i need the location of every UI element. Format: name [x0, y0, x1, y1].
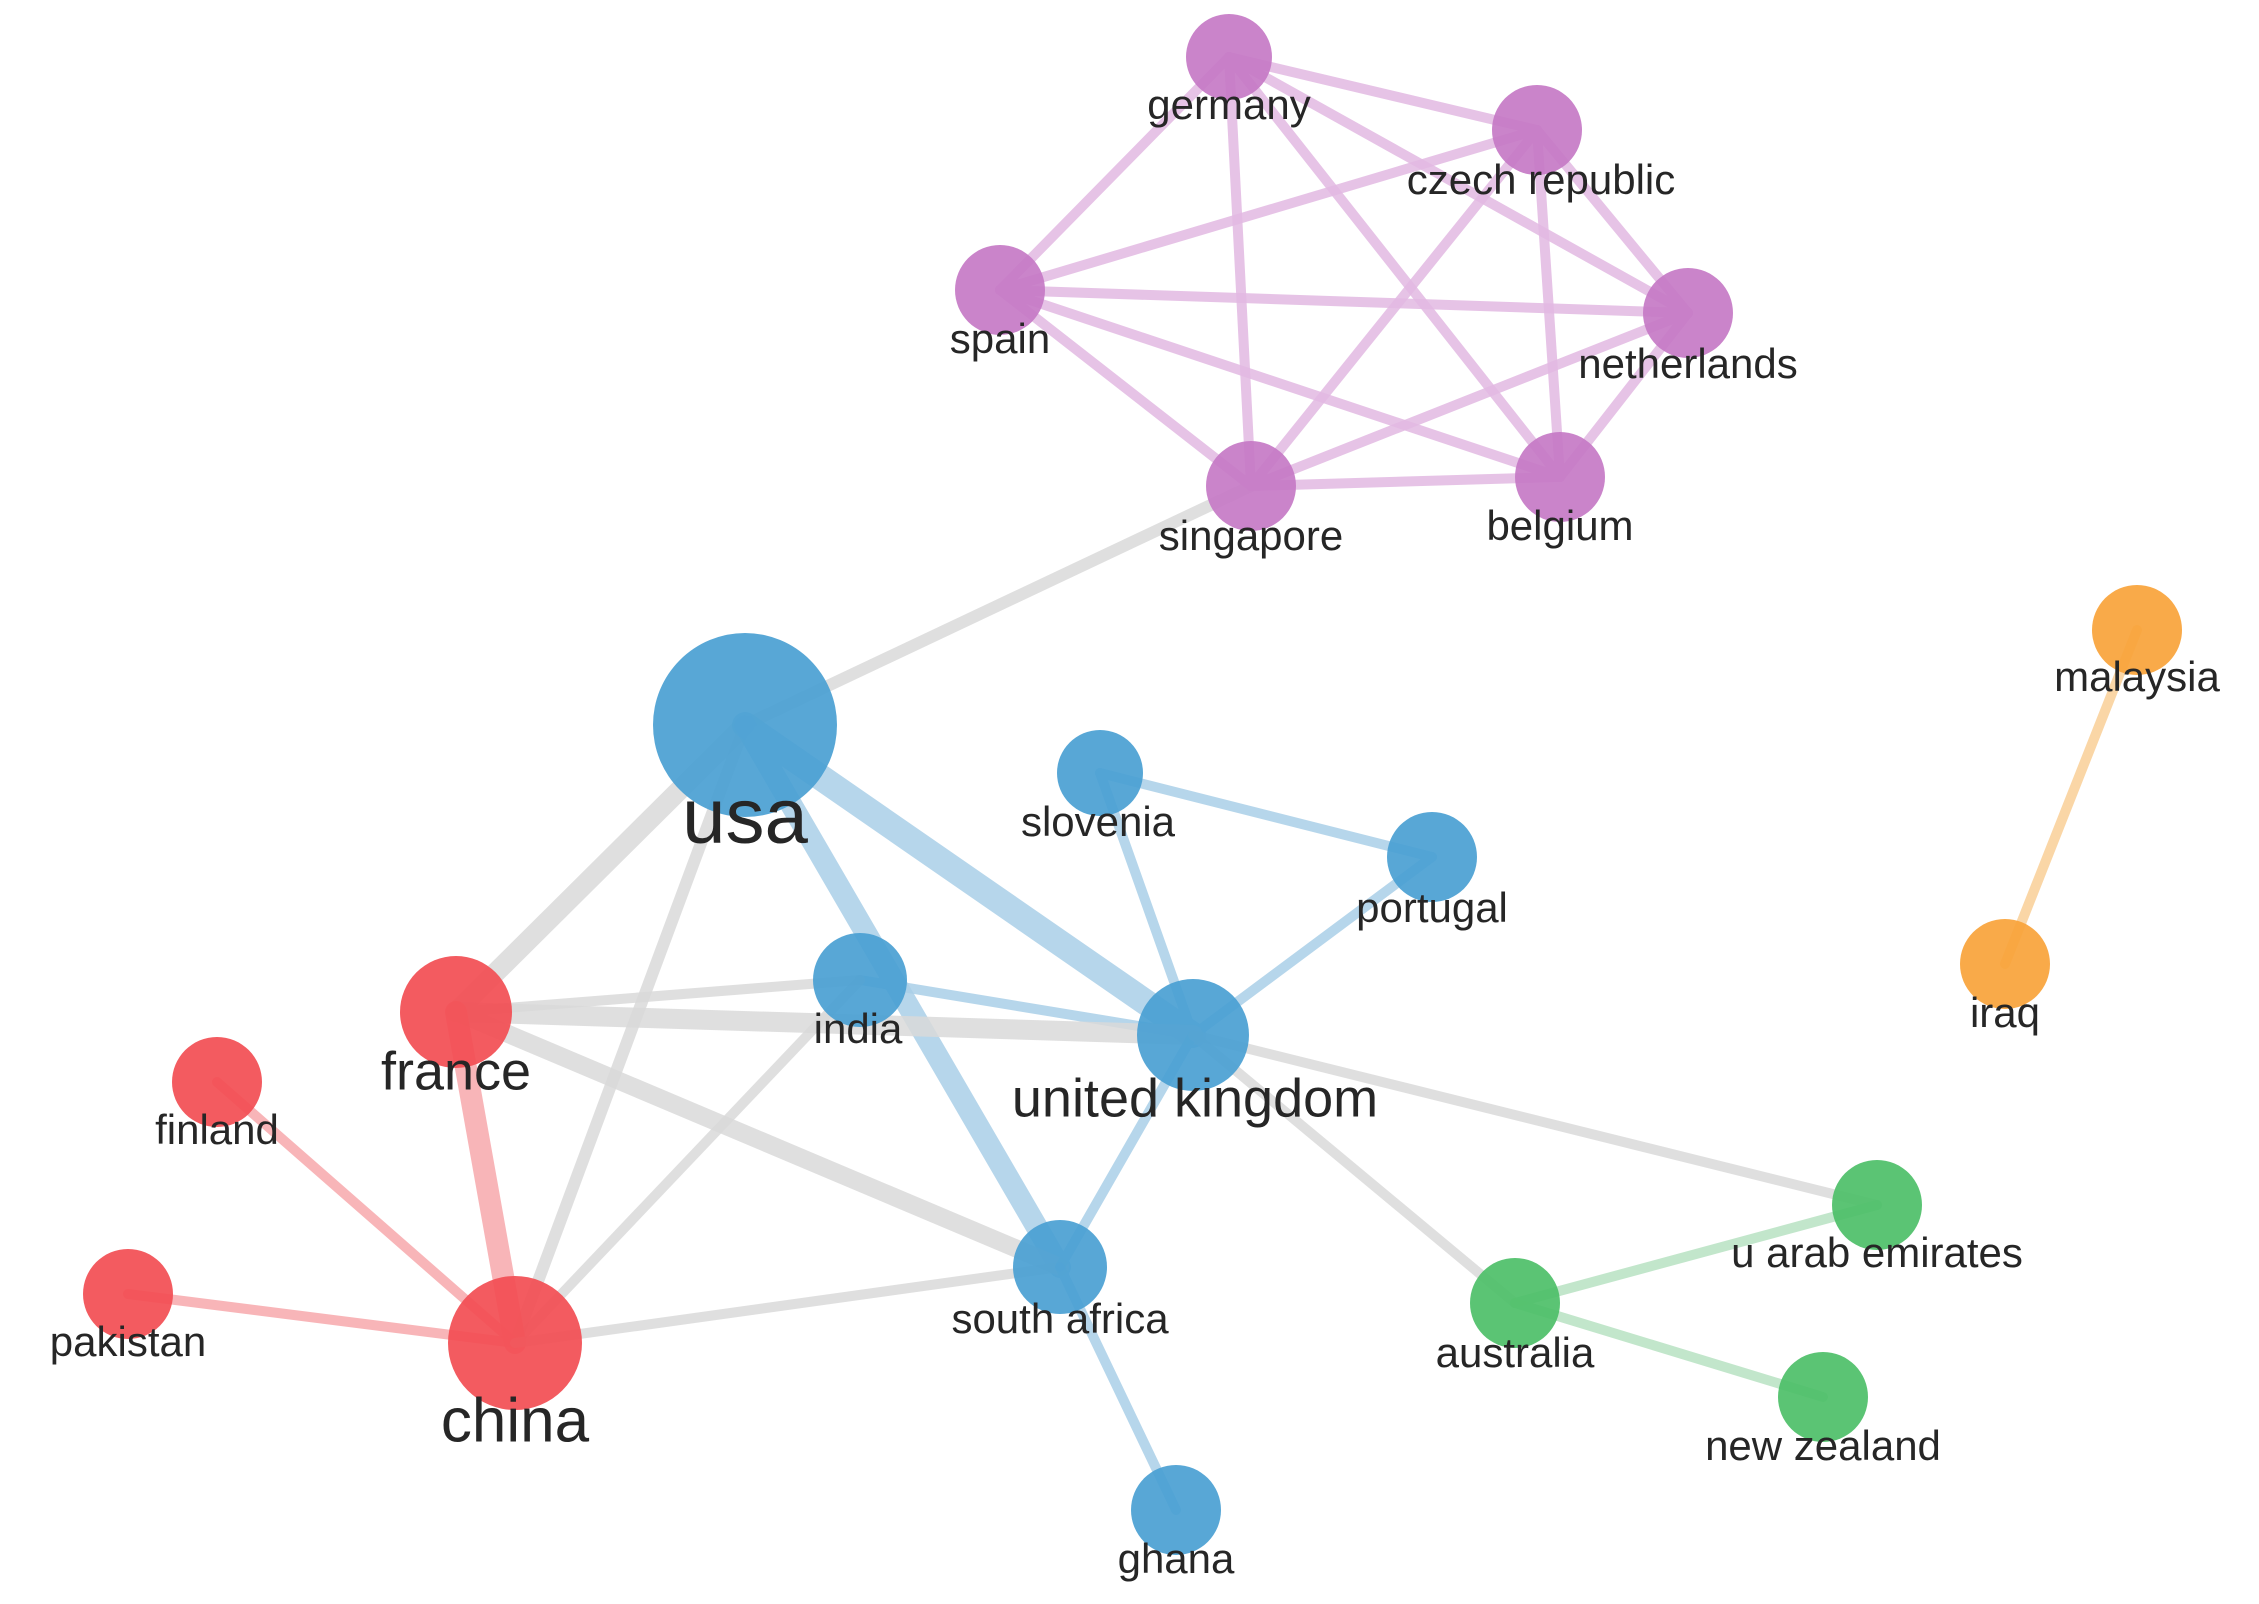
- label-usa: usa: [682, 772, 808, 860]
- node-france[interactable]: [400, 956, 512, 1068]
- label-australia: australia: [1436, 1329, 1595, 1376]
- edge-germany-belgium: [1224, 52, 1565, 482]
- labels-layer: usa slovenia portugal india united kingdom so…: [50, 81, 2221, 1582]
- node-pakistan[interactable]: [83, 1249, 173, 1339]
- node-usa[interactable]: [653, 633, 837, 817]
- node-spain[interactable]: [955, 245, 1045, 335]
- label-portugal: portugal: [1356, 884, 1508, 931]
- label-czech-republic: czech republic: [1407, 156, 1675, 203]
- label-iraq: iraq: [1970, 989, 2040, 1036]
- label-france: france: [381, 1041, 531, 1101]
- label-malaysia: malaysia: [2054, 653, 2220, 700]
- edge-germany-czech_republic: [1224, 52, 1542, 135]
- edge-singapore-belgium: [1246, 472, 1565, 491]
- node-singapore[interactable]: [1206, 441, 1296, 531]
- label-u-arab-emirates: u arab emirates: [1731, 1229, 2023, 1276]
- edge-usa-china: [509, 719, 751, 1349]
- label-slovenia: slovenia: [1021, 798, 1176, 845]
- edge-usa-singapore: [739, 480, 1257, 731]
- node-belgium[interactable]: [1515, 432, 1605, 522]
- label-germany: germany: [1147, 81, 1310, 128]
- edge-spain-belgium: [995, 285, 1565, 482]
- node-india[interactable]: [813, 933, 907, 1027]
- nodes-layer: [83, 14, 2182, 1555]
- label-pakistan: pakistan: [50, 1318, 206, 1365]
- node-united-kingdom[interactable]: [1137, 979, 1249, 1091]
- label-netherlands: netherlands: [1578, 340, 1798, 387]
- label-united-kingdom: united kingdom: [1012, 1068, 1378, 1128]
- node-new-zealand[interactable]: [1778, 1352, 1868, 1442]
- label-finland: finland: [155, 1106, 279, 1153]
- edge-germany-netherlands: [1224, 52, 1693, 318]
- edge-netherlands-singapore: [1246, 308, 1693, 491]
- edge-united_kingdom-u_arab_emirates: [1188, 1030, 1882, 1210]
- edge-germany-singapore: [1224, 52, 1256, 491]
- edge-australia-new_zealand: [1510, 1298, 1828, 1402]
- node-czech-republic[interactable]: [1492, 85, 1582, 175]
- node-portugal[interactable]: [1387, 812, 1477, 902]
- edge-spain-netherlands: [995, 285, 1693, 318]
- node-germany[interactable]: [1186, 14, 1272, 100]
- label-ghana: ghana: [1118, 1535, 1235, 1582]
- edge-malaysia-iraq: [2000, 625, 2142, 969]
- node-iraq[interactable]: [1960, 919, 2050, 1009]
- label-china: china: [441, 1386, 590, 1455]
- node-netherlands[interactable]: [1643, 268, 1733, 358]
- label-india: india: [814, 1005, 903, 1052]
- node-u-arab-emirates[interactable]: [1832, 1160, 1922, 1250]
- node-australia[interactable]: [1470, 1258, 1560, 1348]
- label-belgium: belgium: [1486, 502, 1633, 549]
- node-slovenia[interactable]: [1057, 730, 1143, 816]
- edge-germany-spain: [995, 52, 1234, 295]
- edge-slovenia-portugal: [1095, 768, 1437, 862]
- label-spain: spain: [950, 315, 1050, 362]
- edge-australia-u_arab_emirates: [1510, 1200, 1882, 1308]
- node-finland[interactable]: [172, 1037, 262, 1127]
- edge-france-south_africa: [447, 1003, 1069, 1276]
- node-china[interactable]: [448, 1276, 582, 1410]
- label-singapore: singapore: [1159, 512, 1343, 559]
- node-south-africa[interactable]: [1013, 1220, 1107, 1314]
- label-new-zealand: new zealand: [1705, 1422, 1941, 1469]
- edge-china-south_africa: [510, 1262, 1065, 1348]
- node-ghana[interactable]: [1131, 1465, 1221, 1555]
- edge-united_kingdom-australia: [1188, 1030, 1520, 1308]
- edge-france-united_kingdom: [446, 1002, 1203, 1045]
- node-malaysia[interactable]: [2092, 585, 2182, 675]
- edge-india-china: [510, 975, 865, 1348]
- edge-spain-singapore: [995, 285, 1256, 491]
- label-south-africa: south africa: [951, 1295, 1169, 1342]
- edge-czech_republic-spain: [995, 125, 1542, 295]
